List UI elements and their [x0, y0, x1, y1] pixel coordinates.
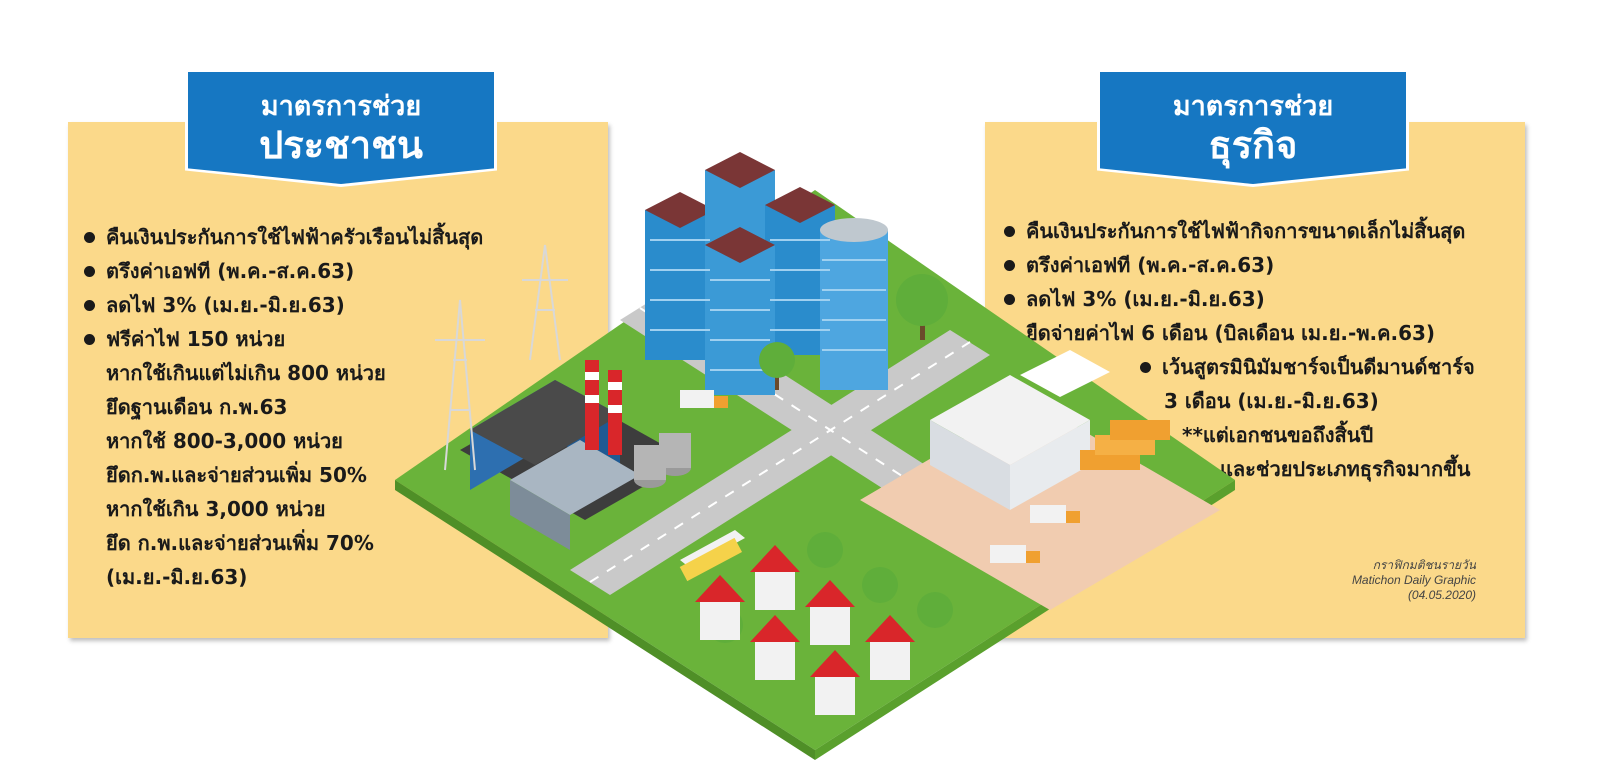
city-illustration [395, 152, 1235, 760]
business-measures-banner: มาตรการช่วย ธุรกิจ [1100, 72, 1406, 184]
list-item-sub: เว้นสูตรมินิมัมชาร์จเป็นดีมานด์ชาร์จ [1002, 350, 1475, 384]
list-item-note: **แต่เอกชนขอถึงสิ้นปี [1182, 423, 1374, 447]
graphic-credit: กราฟิกมติชนรายวัน Matichon Daily Graphic… [1352, 558, 1476, 603]
people-measures-list: คืนเงินประกันการใช้ไฟฟ้าครัวเรือนไม่สิ้น… [82, 220, 483, 594]
list-item-continuation: หากใช้เกิน 3,000 หน่วย [106, 497, 326, 521]
banner-title-line1: มาตรการช่วย [260, 91, 422, 122]
list-item-continuation: ยึดก.พ.และจ่ายส่วนเพิ่ม 50% [106, 463, 367, 487]
list-item: ตรึงค่าเอฟที (พ.ค.-ส.ค.63) [82, 254, 483, 288]
banner-title-line1: มาตรการช่วย [1172, 91, 1334, 122]
list-item: ฟรีค่าไฟ 150 หน่วย [82, 322, 483, 356]
credit-line-thai: กราฟิกมติชนรายวัน [1372, 558, 1476, 572]
list-item: ลดไฟ 3% (เม.ย.-มิ.ย.63) [1002, 282, 1475, 316]
banner-title-line2: ธุรกิจ [1208, 123, 1298, 167]
bus [679, 530, 745, 582]
credit-line-english: Matichon Daily Graphic [1351, 573, 1476, 587]
trucks [680, 390, 1080, 563]
list-item-continuation: หากใช้ 800-3,000 หน่วย [106, 429, 343, 453]
people-measures-banner: มาตรการช่วย ประชาชน [188, 72, 494, 184]
power-plant [460, 360, 691, 550]
list-item: คืนเงินประกันการใช้ไฟฟ้าครัวเรือนไม่สิ้น… [82, 220, 483, 254]
list-item-continuation: ยึด ก.พ.และจ่ายส่วนเพิ่ม 70% [106, 531, 374, 555]
list-item-continuation: 3 เดือน (เม.ย.-มิ.ย.63) [1164, 389, 1379, 413]
road-marking [589, 341, 971, 583]
transmission-towers [435, 244, 568, 471]
list-item-note: และช่วยประเภทธุรกิจมากขึ้น [1220, 457, 1471, 481]
list-item-continuation: ยึดฐานเดือน ก.พ.63 [106, 395, 288, 419]
list-item-continuation: หากใช้เกินแต่ไม่เกิน 800 หน่วย [106, 361, 386, 385]
office-towers [645, 152, 888, 395]
ground-base [395, 190, 1235, 750]
credit-date: (04.05.2020) [1407, 588, 1476, 602]
houses [695, 545, 915, 715]
list-item: ตรึงค่าเอฟที (พ.ค.-ส.ค.63) [1002, 248, 1475, 282]
list-item: คืนเงินประกันการใช้ไฟฟ้ากิจการขนาดเล็กไม… [1002, 214, 1475, 248]
ground-edge [395, 480, 815, 760]
banner-title-line2: ประชาชน [259, 123, 423, 167]
list-item: ลดไฟ 3% (เม.ย.-มิ.ย.63) [82, 288, 483, 322]
list-item-continuation: (เม.ย.-มิ.ย.63) [106, 565, 248, 589]
